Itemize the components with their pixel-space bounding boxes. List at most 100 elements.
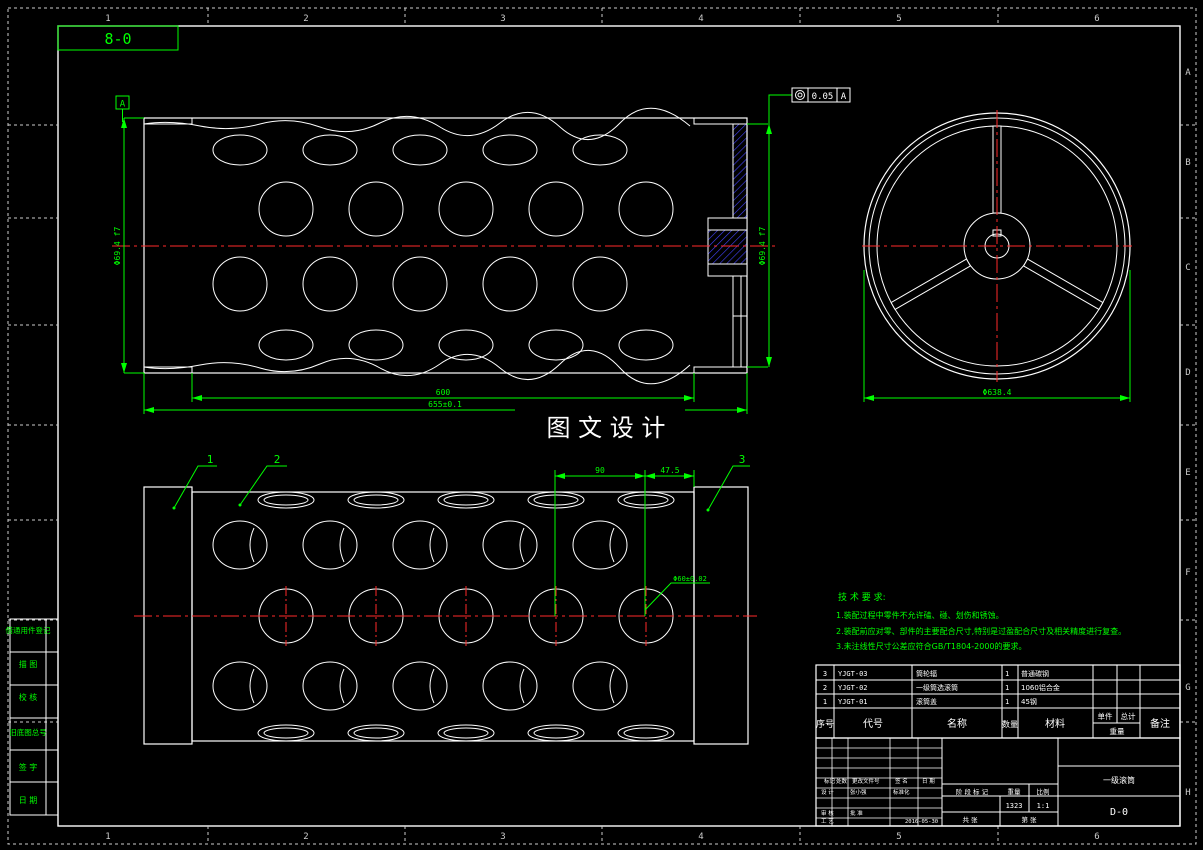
- assembly-view: 1 2 3 90 47.5 Φ60±0.02: [134, 453, 757, 745]
- perforation-hole: [572, 520, 628, 570]
- perforation-hole: [392, 520, 448, 570]
- perforation-hole-edge: [533, 727, 579, 739]
- left-flange-bottom: [143, 366, 193, 374]
- zone-label-top: 4: [698, 14, 703, 24]
- tech-item-2: 2.装配前应对零、部件的主要配合尺寸,特别是过盈配合尺寸及相关精度进行复查。: [836, 626, 1126, 636]
- perforation-hole: [302, 256, 358, 312]
- tb-drawing-no: D-0: [1110, 807, 1128, 818]
- drawing-code-box: 8-0: [57, 25, 179, 51]
- perforation-hole: [348, 329, 404, 361]
- perforation-hole: [618, 329, 674, 361]
- bom-cell: 1: [1005, 684, 1009, 692]
- hole-callout: Φ60±0.02: [673, 575, 707, 583]
- perforation-hole-inner: [339, 668, 345, 704]
- balloon-1: 1: [207, 453, 214, 466]
- geometric-tolerance-frame: 0.05 A: [768, 87, 851, 112]
- perforation-hole-inner: [249, 527, 255, 563]
- perforation-hole-inner: [609, 527, 615, 563]
- tb-sign-label: 签 名: [895, 777, 908, 785]
- tb-mark-label: 标记: [824, 777, 836, 785]
- perforation-hole: [348, 181, 404, 237]
- perforation-hole: [482, 134, 538, 166]
- tb-approve-label: 批 准: [850, 809, 863, 817]
- bom-cell: 一级筒选滚筒: [916, 683, 958, 692]
- tech-item-1: 1.装配过程中零件不允许磕、碰、划伤和锈蚀。: [836, 610, 1004, 620]
- perforation-hole: [392, 256, 448, 312]
- tolerance-value: 0.05: [812, 92, 834, 102]
- perforation-hole: [392, 661, 448, 711]
- bom-cell: 1: [1005, 698, 1009, 706]
- perforation-hole: [212, 520, 268, 570]
- zone-label-right: D: [1185, 368, 1190, 378]
- zone-label-bottom: 2: [303, 832, 308, 842]
- bom-header-cell: 材料: [1045, 717, 1065, 730]
- end-cap-section: [707, 123, 748, 367]
- perforation-hole-edge: [617, 491, 675, 509]
- tb-scale-value: 1:1: [1037, 802, 1050, 810]
- dim-offset: 47.5: [660, 466, 679, 475]
- tb-change-label: 更改文件号: [852, 777, 880, 785]
- perforation-hole-inner: [429, 668, 435, 704]
- perforation-hole: [438, 329, 494, 361]
- tech-item-3: 3.未注线性尺寸公差应符合GB/T1804-2000的要求。: [836, 641, 1027, 651]
- tb-date-label: 日 期: [922, 778, 935, 785]
- bom-header-cell: 总计: [1121, 711, 1137, 721]
- stamp-label-2: 描 图: [19, 659, 38, 669]
- tb-std-label: 标准化: [893, 788, 910, 796]
- perforation-hole-edge: [257, 491, 315, 509]
- zone-division-marks: [8, 8, 1196, 844]
- part-balloons: 1 2 3: [172, 453, 750, 512]
- front-view: A 0.05 A: [112, 87, 851, 414]
- perforation-hole-edge: [263, 494, 309, 506]
- perforation-hole-edge: [533, 494, 579, 506]
- tb-review-label: 审 核: [821, 809, 834, 817]
- left-stamp-column: 借通用件登记 描 图 校 核 旧底图总号 签 字 日 期: [6, 618, 59, 816]
- balloon-2: 2: [274, 453, 281, 466]
- perforation-hole: [392, 134, 448, 166]
- tb-scale-label: 比例: [1037, 787, 1050, 796]
- zone-label-bottom: 1: [105, 832, 110, 842]
- bill-of-materials: 3 YJGT-03 筒轮辐 1 普通碳钢 2 YJGT-02 一级筒选滚筒 1 …: [815, 664, 1181, 739]
- balloon-3: 3: [739, 453, 746, 466]
- drawing-code-text: 8-0: [104, 30, 131, 48]
- perforation-hole: [572, 661, 628, 711]
- perforation-hole: [212, 661, 268, 711]
- perforation-hole: [482, 661, 538, 711]
- bom-cell: 2: [823, 684, 827, 692]
- watermark-bg: [515, 405, 685, 445]
- perforation-hole-edge: [263, 727, 309, 739]
- title-block: 阶 段 标 记 重量 比例 1323 1:1 共 张 第 张 一级滚筒 D-0 …: [815, 737, 1181, 827]
- zone-label-top: 6: [1094, 14, 1099, 24]
- tb-page-label: 第 张: [1021, 815, 1037, 824]
- zone-label-bottom: 6: [1094, 832, 1099, 842]
- bom-cell: 3: [823, 670, 827, 678]
- bom-cell: YJGT-03: [838, 670, 868, 678]
- perforation-hole-edge: [347, 724, 405, 742]
- bom-header: 序号 代号 名称 数量 材料 单件 总计 重量 备注: [816, 711, 1170, 736]
- stamp-label-4: 旧底图总号: [9, 727, 47, 737]
- spoke: [890, 258, 972, 311]
- zone-label-top: 2: [303, 14, 308, 24]
- perforation-hole-edge: [347, 491, 405, 509]
- dim-diameter-left: Φ69.4 f7: [113, 227, 122, 266]
- zone-label-bottom: 5: [896, 832, 901, 842]
- zone-label-top: 1: [105, 14, 110, 24]
- left-flange-top: [143, 117, 193, 125]
- perforation-hole: [438, 181, 494, 237]
- perforation-hole: [258, 181, 314, 237]
- bom-header-cell: 名称: [947, 717, 967, 730]
- dim-diameter-right: Φ69.4 f7: [758, 227, 767, 266]
- bom-cell: 1: [823, 698, 827, 706]
- bom-cell: 45钢: [1021, 697, 1037, 706]
- perforation-hole-inner: [519, 527, 525, 563]
- perforation-hole: [618, 181, 674, 237]
- zone-label-right: F: [1185, 568, 1190, 578]
- zone-label-right: C: [1185, 263, 1190, 273]
- zone-label-right: E: [1185, 468, 1190, 478]
- perforation-hole: [482, 256, 538, 312]
- hole-position-dimensions: 90 47.5 Φ60±0.02: [554, 466, 710, 616]
- perforation-hole: [482, 520, 538, 570]
- bom-row-1: 1 YJGT-01 滚筒盖 1 45钢: [823, 697, 1037, 706]
- bom-header-cell: 数量: [1002, 719, 1018, 729]
- bom-cell: 普通碳钢: [1021, 669, 1049, 678]
